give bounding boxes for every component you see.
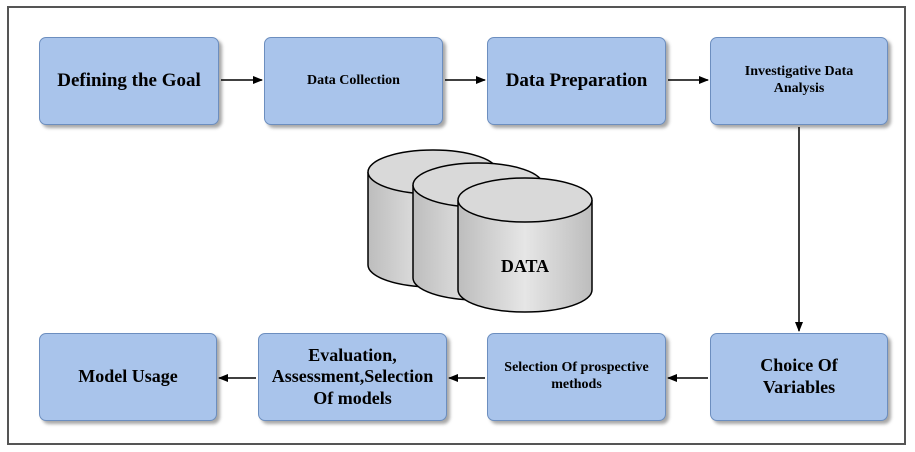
node-data-collection-label: Data Collection [307, 72, 400, 88]
node-defining-goal: Defining the Goal [39, 37, 219, 125]
node-model-usage-label: Model Usage [78, 366, 178, 387]
node-evaluation-label: Evaluation, Assessment,Selection Of mode… [271, 344, 434, 408]
node-defining-goal-label: Defining the Goal [57, 69, 201, 91]
node-choice-of-variables-label: Choice Of Variables [760, 355, 838, 397]
node-data-collection: Data Collection [264, 37, 443, 125]
node-selection-methods: Selection Of prospective methods [487, 333, 666, 421]
database-label: DATA [501, 256, 549, 276]
node-choice-of-variables: Choice Of Variables [710, 333, 888, 421]
node-investigative-analysis: Investigative Data Analysis [710, 37, 888, 125]
node-model-usage: Model Usage [39, 333, 217, 421]
database-cylinder-front [457, 177, 593, 313]
node-data-preparation-label: Data Preparation [505, 69, 648, 91]
node-data-preparation: Data Preparation [487, 37, 666, 125]
node-investigative-analysis-label: Investigative Data Analysis [744, 64, 854, 96]
node-selection-methods-label: Selection Of prospective methods [504, 360, 649, 392]
node-evaluation: Evaluation, Assessment,Selection Of mode… [258, 333, 447, 421]
